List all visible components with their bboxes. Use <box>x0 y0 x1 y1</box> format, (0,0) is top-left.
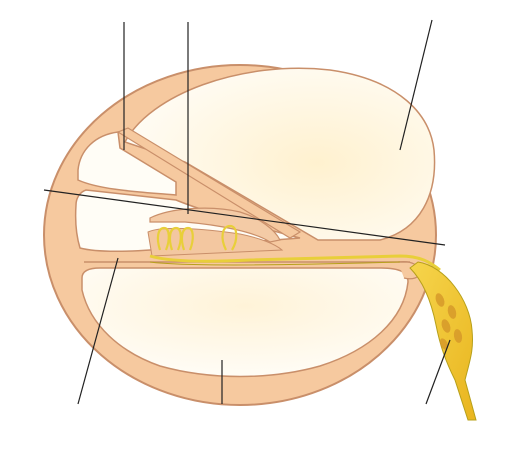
leader-line-7 <box>426 340 450 404</box>
